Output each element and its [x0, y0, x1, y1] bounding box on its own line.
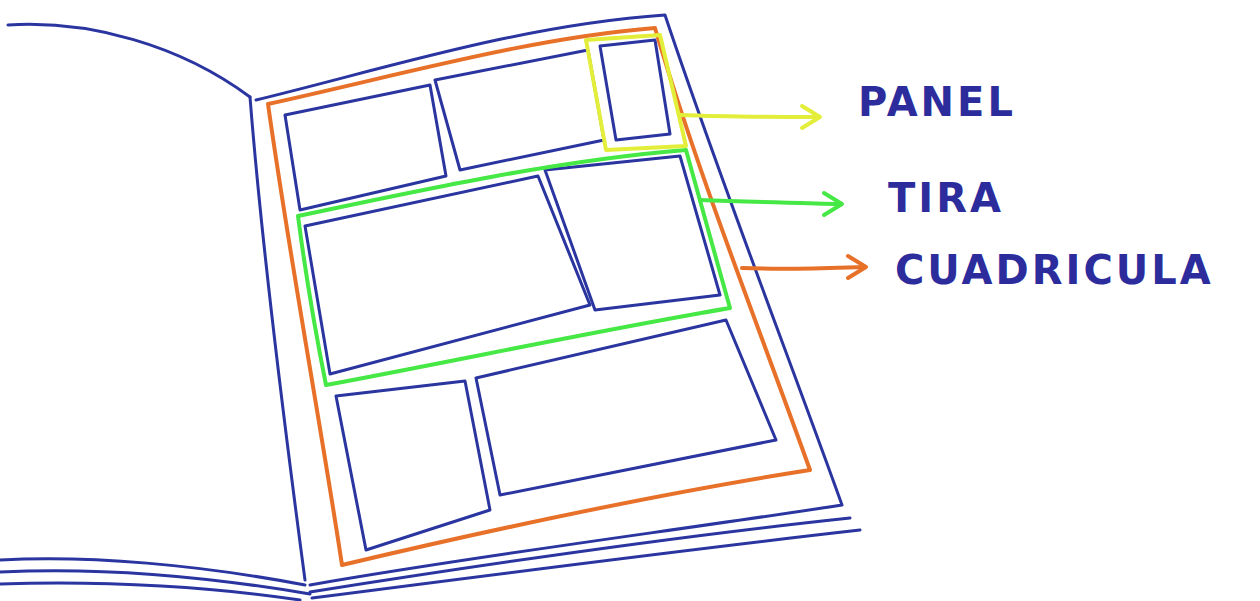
comic-panel	[336, 381, 490, 550]
right-page-edge	[256, 15, 842, 585]
comic-panel	[435, 50, 604, 170]
part-label: TIRA	[888, 178, 1004, 218]
page-edge	[0, 583, 300, 600]
part-label: CUADRICULA	[895, 250, 1214, 290]
leader-arrow	[680, 115, 818, 117]
comic-panel	[600, 40, 670, 140]
arrow-head	[802, 106, 820, 128]
leader-arrow	[700, 200, 840, 204]
part-label: PANEL	[858, 82, 1016, 122]
grid-outline	[268, 28, 810, 565]
left-page-edge	[8, 24, 250, 97]
strip-outline	[298, 150, 730, 385]
panel-outline	[586, 35, 686, 150]
arrow-head	[848, 256, 866, 278]
arrow-head	[824, 193, 842, 215]
leader-arrow	[742, 267, 864, 269]
